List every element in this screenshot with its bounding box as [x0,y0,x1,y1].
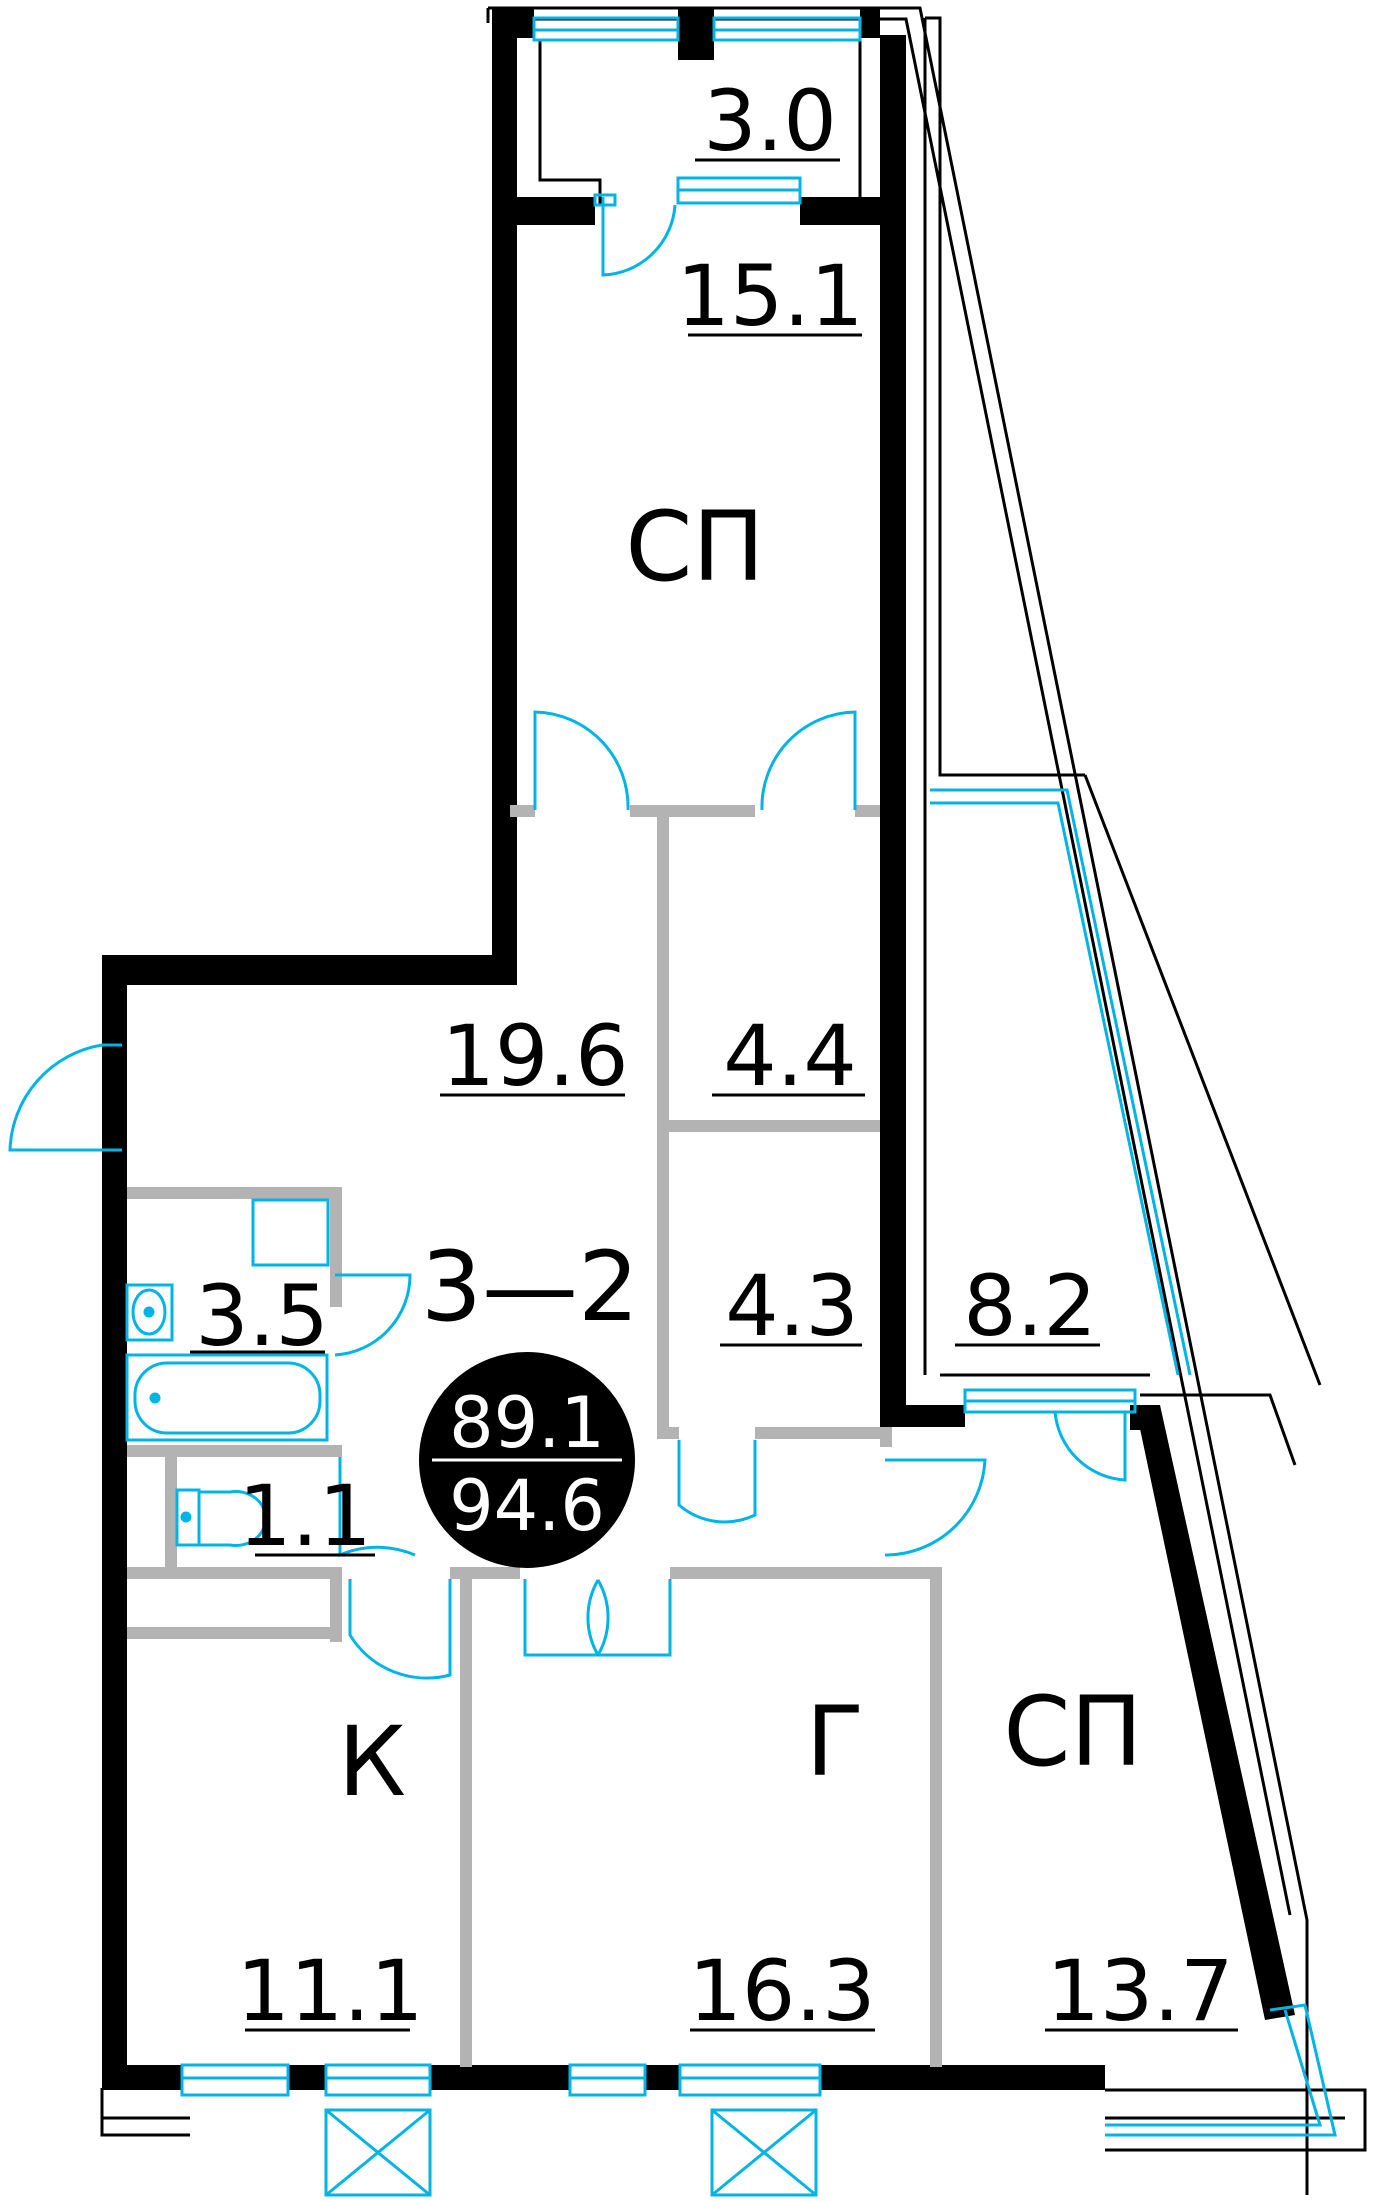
wall-bottom-4 [645,2065,680,2090]
partition-hall-corner [880,1427,892,1447]
window-living-right[interactable] [678,2063,822,2097]
wall-bedroom-top [510,197,595,225]
partitions [127,805,942,2067]
top-balcony-outline [486,6,1309,2195]
area-bedroom-right: 13.7 [1046,1942,1233,2040]
door-bathroom[interactable] [334,1273,412,1357]
toilet-tank [175,1488,201,1547]
door-bedroom-top-right[interactable] [760,710,857,811]
area-badge: 89.1 94.6 [419,1352,635,1568]
partition-bedroom-left [510,805,535,817]
doors [8,197,1127,1680]
fixtures [125,1198,330,1547]
room-labels: 3.0 15.1 СП 19.6 4.4 4.3 8.2 3.5 3—2 1.1… [190,72,1238,2040]
partition-kitchen-right [460,1567,472,2067]
area-closet-upper: 4.4 [723,1007,857,1105]
code-bedroom-top: СП [625,491,764,603]
wall-upper-vertical [492,8,517,985]
door-kitchen[interactable] [348,1579,452,1680]
area-hall: 19.6 [441,1007,628,1105]
partition-kitchen-top [127,1627,342,1639]
area-bathroom: 3.5 [195,1267,329,1365]
wall-right-diagonal [1135,1405,1295,2020]
partition-bedroom-mid [630,805,755,817]
door-closet-lower[interactable] [677,1440,757,1524]
door-entry[interactable] [8,1043,122,1152]
bathtub-inner [133,1361,322,1435]
door-balcony[interactable] [601,197,677,277]
partition-hall-bottom-b [670,1567,940,1579]
window-kitchen-right[interactable] [324,2063,432,2097]
wall-bottom-3 [430,2065,570,2090]
wall-bottom-1 [102,2065,182,2090]
window-living-left[interactable] [568,2063,647,2097]
vent-kitchen [324,2108,432,2197]
area-living: 16.3 [688,1942,875,2040]
partition-closet-bottom-right [755,1427,890,1439]
area-loggia: 8.2 [963,1257,1097,1355]
door-bedroom-top-left[interactable] [533,710,630,811]
window-kitchen[interactable] [180,2063,290,2097]
door-living-right[interactable] [595,1579,672,1657]
partition-toilet-right [330,1567,342,1642]
shower-box [251,1198,330,1267]
wall-bedroom-top-right [800,197,906,225]
wall-bottom-2 [288,2065,326,2090]
wall-left-exterior [102,955,127,2090]
partition-toilet-left [165,1457,177,1567]
area-living-total: 89.1 [449,1382,605,1464]
partition-hall-bottom-a [450,1567,520,1579]
partition-bedroom-right [855,805,880,817]
right-loggia-outline [923,16,1322,1466]
bearing-walls [102,8,1295,2090]
wall-left-upper [102,955,517,985]
area-closet-lower: 4.3 [725,1257,859,1355]
area-kitchen: 11.1 [236,1942,423,2040]
wall-balcony-left [492,8,534,38]
toilet-bowl [199,1490,268,1547]
code-bedroom-right: СП [1003,1676,1142,1788]
bathtub [125,1353,329,1442]
partition-closet-bottom-left [657,1427,679,1439]
window-loggia-diagonal[interactable] [930,788,1192,1376]
area-bedroom-top: 15.1 [676,247,863,345]
partition-closets-mid [657,1120,880,1132]
wall-bottom-5 [820,2065,1105,2090]
bottom-outline [100,2088,1367,2152]
window-bedroom-right-diagonal[interactable] [1105,2003,1337,2137]
windows [180,16,1337,2197]
code-kitchen: К [338,1706,406,1818]
door-loggia[interactable] [1053,1410,1127,1482]
washbasin [125,1283,174,1342]
vent-living [710,2108,818,2197]
door-bedroom-right[interactable] [884,1458,987,1557]
area-total: 94.6 [449,1465,605,1547]
wall-hall-right-join [880,1405,965,1427]
area-balcony-top: 3.0 [703,72,837,170]
area-toilet: 1.1 [238,1467,372,1565]
wall-right-spine [880,35,906,1425]
partition-bath-top [127,1187,342,1199]
outline-lines [100,6,1367,2195]
apartment-code: 3—2 [421,1231,639,1343]
partition-bath-bottom [127,1445,342,1457]
partition-bath-right [330,1187,342,1307]
window-bedroom-top-left[interactable] [593,193,617,207]
door-living-left[interactable] [523,1579,601,1657]
wall-balcony-right [860,8,880,38]
partition-toilet-bottom [127,1567,342,1579]
code-living: Г [806,1686,865,1798]
partition-living-right [930,1567,942,2067]
wall-balcony-mid [678,8,714,60]
